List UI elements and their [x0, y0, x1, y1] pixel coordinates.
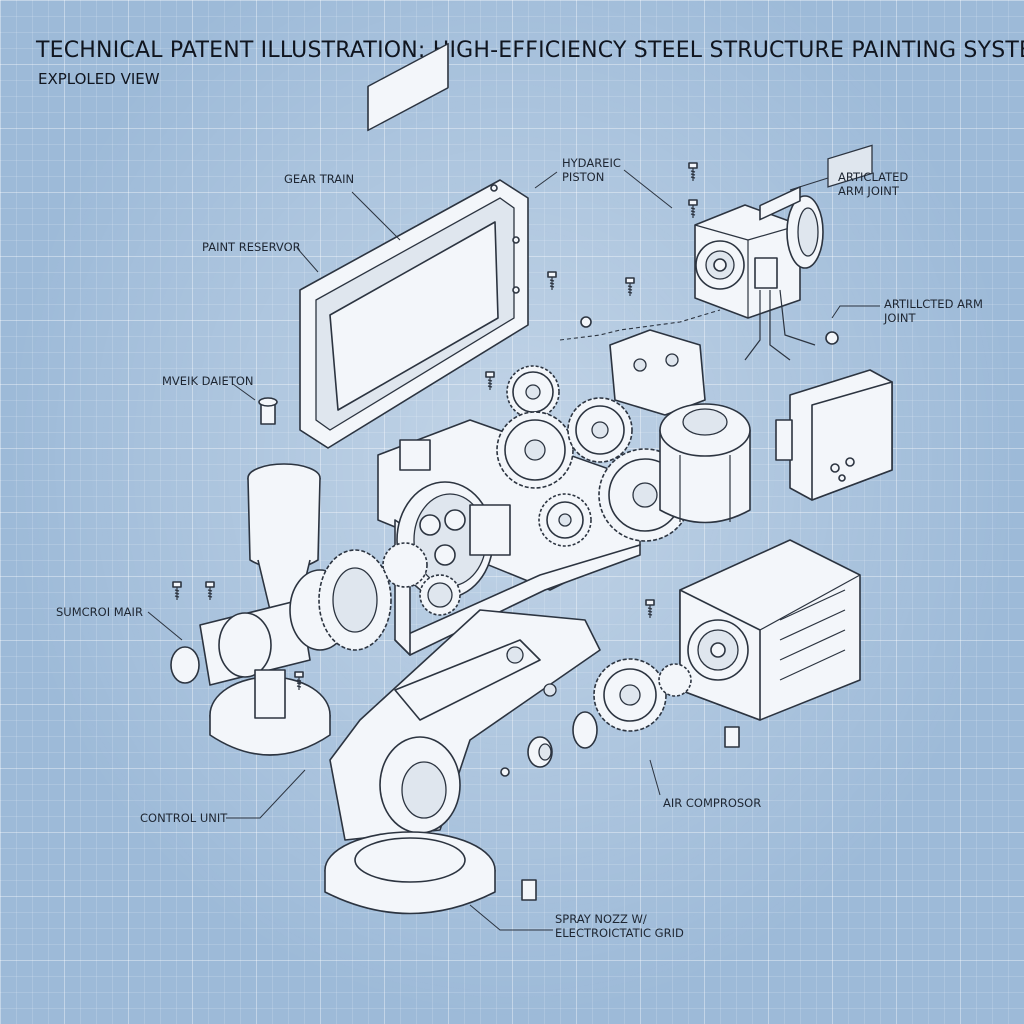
leader-lines — [147, 169, 880, 931]
label-articulated-arm-joint-top: ARTICLATED ARM JOINT — [838, 170, 909, 198]
label-articulated-arm-joint-right: ARTILLCTED ARM JOINT — [884, 297, 983, 325]
control-display-unit — [775, 144, 893, 501]
label-air-compressor: AIR COMPROSOR — [663, 796, 762, 810]
articulated-arm-joint-module — [694, 195, 824, 361]
mounting-bracket — [609, 329, 706, 416]
central-gearbox — [377, 419, 641, 656]
label-control-unit: CONTROL UNIT — [140, 811, 228, 825]
robot-arm-base — [324, 609, 601, 915]
paint-reservoir-tray — [299, 42, 529, 449]
label-mixer-dampener: MVEIK DAIETON — [162, 374, 254, 388]
label-gear-train: GEAR TRAIN — [284, 172, 355, 186]
page-subtitle: EXPLOLED VIEW — [38, 70, 160, 88]
air-compressor-motor — [679, 186, 861, 721]
label-hydraulic-piston: HYDAREIC PISTON — [562, 156, 621, 184]
spray-gun-assembly — [170, 463, 392, 756]
label-suncro-mair: SUMCROI MAIR — [56, 605, 143, 619]
label-paint-reservoir: PAINT RESERVOR — [202, 240, 301, 254]
lower-gear-set — [527, 658, 692, 768]
page-title: TECHNICAL PATENT ILLUSTRATION: HIGH-EFFI… — [36, 38, 1024, 63]
hydraulic-piston — [559, 309, 751, 524]
label-spray-nozzle: SPRAY NOZZ W/ ELECTROICTATIC GRID — [555, 912, 684, 940]
fasteners — [172, 162, 839, 901]
